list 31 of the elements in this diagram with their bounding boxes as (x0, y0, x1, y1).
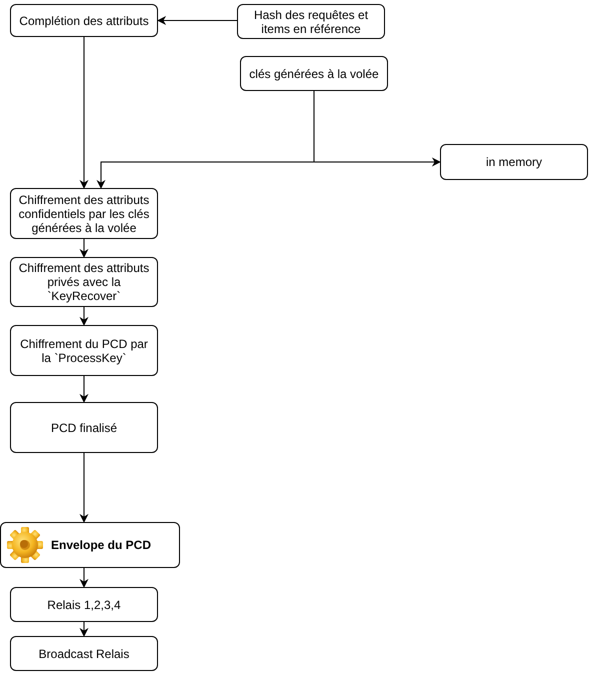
box-label: Hash des requêtes et items en référence (252, 8, 370, 36)
process-box (10, 4, 158, 37)
box-label: Chiffrement du PCD par la `ProcessKey` (19, 336, 149, 364)
process-box (10, 636, 158, 671)
box-label: Complétion des attributs (19, 14, 149, 28)
process-box (10, 402, 158, 453)
process-box (240, 56, 388, 91)
process-box (10, 325, 158, 376)
arrow (80, 36, 88, 189)
box-label: Relais 1,2,3,4 (47, 598, 121, 612)
box-label: clés générées à la volée (249, 66, 379, 80)
process-box (10, 257, 158, 307)
arrow (314, 90, 441, 166)
box-label: PCD finalisé (50, 420, 118, 434)
box-label: Chiffrement des attributs privés avec la `KeyRecover` (18, 261, 150, 303)
box-label: Envelope du PCD (51, 538, 152, 552)
arrow (80, 452, 88, 523)
arrow (157, 16, 238, 25)
process-box (440, 144, 588, 180)
process-box (237, 4, 385, 39)
process-box (10, 587, 158, 622)
process-box (0, 522, 180, 568)
box-label: in memory (486, 155, 542, 169)
arrow (80, 622, 88, 637)
arrow (80, 568, 88, 588)
box-label: Broadcast Relais (38, 646, 130, 660)
process-box (10, 188, 158, 239)
arrow (80, 376, 88, 403)
arrow (80, 306, 88, 326)
arrow (80, 238, 88, 258)
box-label: Chiffrement des attributs confidentiels par les clés générées à la volée (18, 192, 150, 234)
